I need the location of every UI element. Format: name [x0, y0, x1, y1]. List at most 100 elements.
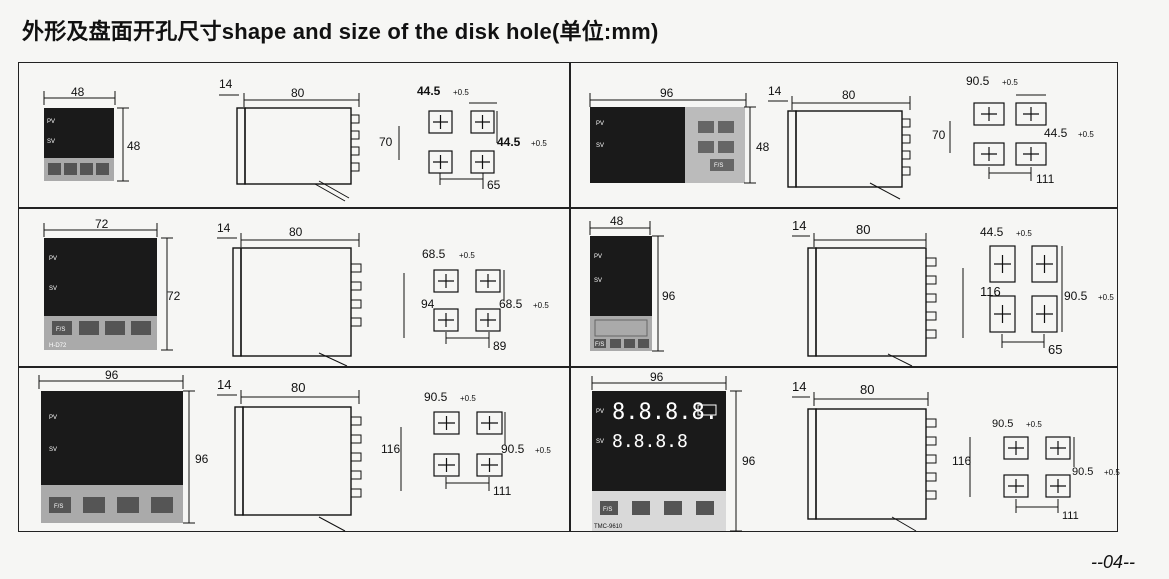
front-height-label: 48 [756, 140, 770, 154]
fs-button-label: F/S [714, 163, 723, 169]
model-label: TMC-9610 [594, 524, 623, 530]
depth-label: 80 [289, 225, 303, 239]
fs-button-label: F/S [56, 327, 65, 333]
sv-label: SV [49, 286, 57, 292]
key-button-2 [718, 121, 734, 133]
controller-front-face: PV SV F/S [41, 391, 183, 523]
panel-48x48: 48 PV SV 48 14 80 [19, 63, 569, 207]
tolerance-label: +0.5 [1016, 229, 1032, 238]
key-button-2 [624, 339, 635, 348]
sv-label: SV [49, 447, 57, 453]
key-button-1 [79, 321, 99, 335]
row-divider-2 [19, 366, 1117, 368]
fs-button-label: F/S [603, 507, 612, 513]
sv-label: SV [596, 439, 604, 445]
body-height-label: 70 [379, 135, 393, 149]
key-button-3 [131, 321, 151, 335]
cutout-grid [973, 102, 1047, 166]
side-view [236, 107, 360, 202]
fs-button [594, 339, 606, 348]
pv-label: PV [596, 121, 604, 127]
row-divider-1 [19, 207, 1117, 209]
cutout-width-label: 68.5 [422, 247, 446, 261]
panel-48x96-drawing: 48 PV SV F/S 96 14 80 [589, 214, 1114, 367]
panel-96x48-drawing: 96 PV SV F/S 48 14 80 [589, 74, 1094, 200]
body-height-label: 116 [952, 454, 971, 468]
tolerance-label: +0.5 [531, 139, 547, 148]
key-button-1 [632, 501, 650, 515]
bezel-label: 14 [792, 218, 806, 233]
front-height-label: 96 [742, 454, 756, 468]
key-button-2 [664, 501, 682, 515]
panel-48x96: 48 PV SV F/S 96 14 80 [570, 208, 1119, 367]
cutout-grid [1003, 436, 1071, 498]
panel-96x96-led-drawing: 96 PV SV 8.8.8.8. 8.8.8.8 F/S TMC-9610 9… [591, 370, 1120, 532]
tolerance-label: +0.5 [535, 446, 551, 455]
key-button-2 [117, 497, 139, 513]
sv-label: SV [596, 143, 604, 149]
tolerance-label: +0.5 [453, 88, 469, 97]
side-view [787, 110, 911, 200]
key-button-1 [83, 497, 105, 513]
panel-72x72: 72 PV SV F/S H-D72 72 14 80 [19, 208, 569, 367]
sv-label: SV [47, 139, 55, 145]
pitch-label: 65 [487, 178, 501, 192]
cutout-height-label: 90.5 [501, 442, 525, 456]
cutout-grid [989, 245, 1058, 333]
depth-label: 80 [860, 382, 874, 397]
key-button-3 [698, 141, 714, 153]
panel-96x96-drawing: 96 PV SV F/S 96 14 80 [38, 368, 551, 532]
body-height-label: 70 [932, 128, 946, 142]
pv-label: PV [49, 256, 57, 262]
front-height-label: 96 [662, 289, 676, 303]
pv-label: PV [47, 119, 55, 125]
page-title: 外形及盘面开孔尺寸shape and size of the disk hole… [22, 19, 659, 44]
panel-48x48-drawing: 48 PV SV 48 14 80 [43, 77, 547, 202]
tolerance-label: +0.5 [533, 301, 549, 310]
fs-button-label: F/S [595, 342, 604, 348]
body-height-label: 94 [421, 297, 435, 311]
tolerance-label: +0.5 [1078, 130, 1094, 139]
sv-display: 8.8.8.8 [612, 431, 688, 452]
pv-display: 8.8.8.8. [612, 400, 718, 425]
pitch-label: 111 [1062, 510, 1079, 522]
cutout-height-label: 68.5 [499, 297, 523, 311]
model-label: H-D72 [49, 343, 67, 349]
key-button-4 [96, 163, 109, 175]
body-height-label: 116 [381, 442, 400, 456]
panel-96x96: 96 PV SV F/S 96 14 80 [19, 367, 569, 533]
pitch-label: 111 [1036, 172, 1055, 186]
controller-front-face: PV SV [44, 108, 114, 181]
cutout-grid [428, 110, 495, 174]
page-number: --04-- [1091, 552, 1135, 572]
tolerance-label: +0.5 [459, 251, 475, 260]
front-height-label: 96 [195, 452, 209, 466]
cutout-height-label: 90.5 [1064, 289, 1088, 303]
front-width-label: 48 [610, 214, 624, 228]
fs-button [49, 497, 71, 513]
pv-label: PV [49, 415, 57, 421]
fs-button [600, 501, 618, 515]
bezel-label: 14 [768, 84, 782, 98]
cutout-width-label: 90.5 [424, 390, 448, 404]
depth-label: 80 [291, 86, 305, 100]
bezel-label: 14 [792, 379, 806, 394]
fs-button [52, 321, 72, 335]
side-view [232, 247, 362, 367]
cutout-grid [433, 411, 503, 477]
cutout-height-label: 90.5 [1072, 466, 1093, 478]
cutout-grid [433, 269, 501, 332]
depth-label: 80 [842, 88, 856, 102]
cutout-height-label: 44.5 [1044, 126, 1068, 140]
cutout-height-label: 44.5 [497, 135, 521, 149]
tolerance-label: +0.5 [460, 394, 476, 403]
key-button-3 [638, 339, 649, 348]
side-view [234, 406, 362, 532]
key-button-3 [80, 163, 93, 175]
tolerance-label: +0.5 [1002, 78, 1018, 87]
key-button-1 [698, 121, 714, 133]
cutout-width-label: 90.5 [992, 418, 1013, 430]
controller-front-face: PV SV 8.8.8.8. 8.8.8.8 F/S TMC-9610 [592, 391, 726, 531]
controller-front-face: PV SV F/S H-D72 [44, 238, 157, 350]
sv-label: SV [594, 278, 602, 284]
